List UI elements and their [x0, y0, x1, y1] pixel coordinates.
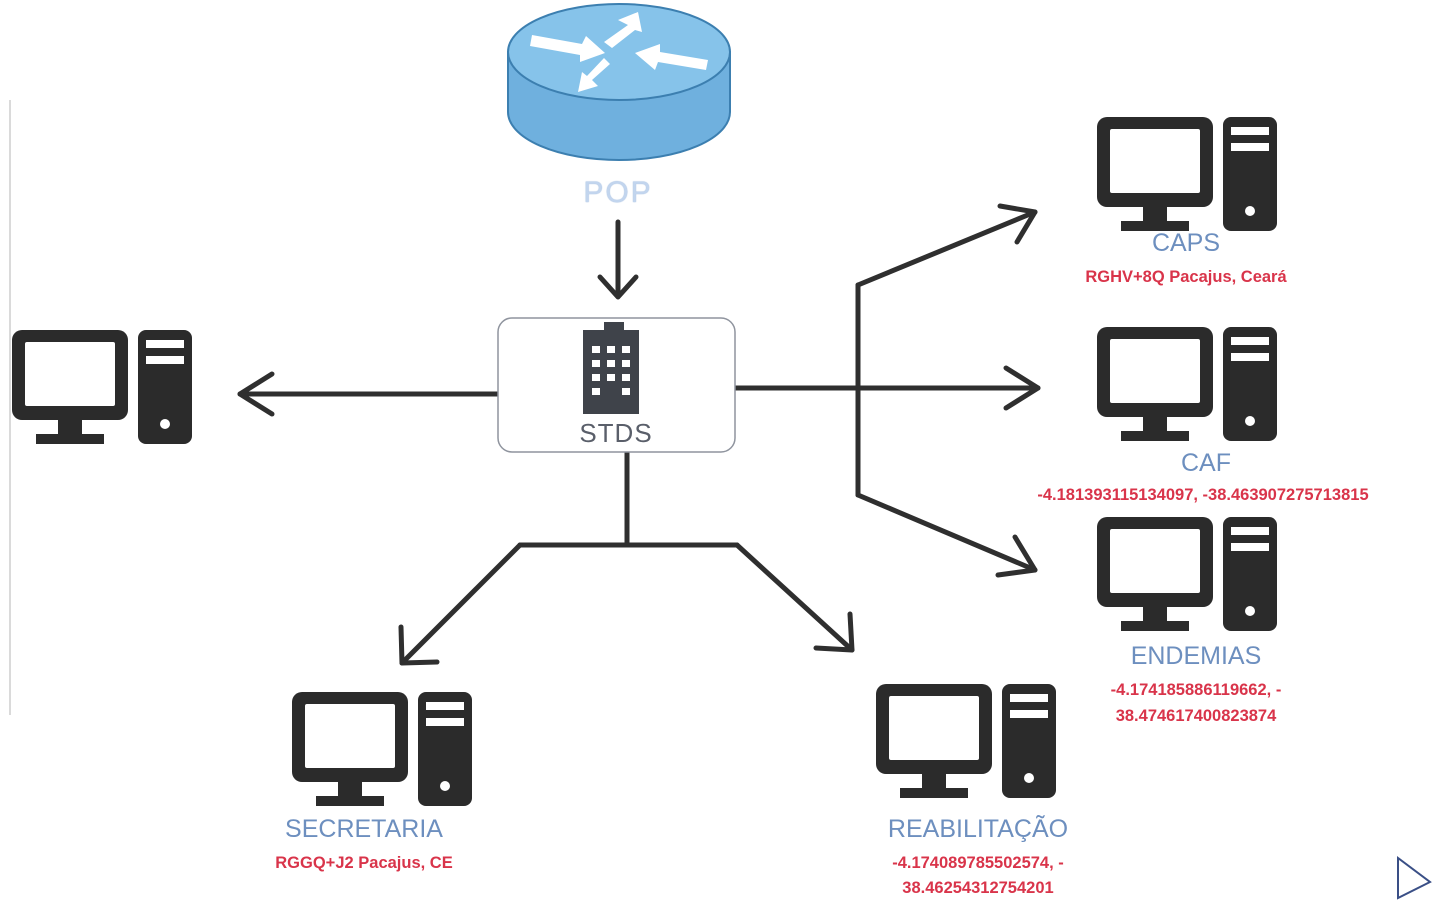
- stds-label: STDS: [579, 418, 653, 448]
- secretaria-detail: RGGQ+J2 Pacajus, CE: [275, 854, 453, 872]
- caf-label: CAF: [1181, 449, 1231, 477]
- stds-node: [497, 317, 736, 453]
- cursor-mark: [1397, 856, 1432, 900]
- computer-icon-reabilitacao: [876, 684, 1056, 798]
- computer-icon-endemias: [1097, 517, 1277, 631]
- reabilitacao-detail-line1: -4.174089785502574, -: [892, 854, 1064, 872]
- connectors: [237, 203, 1041, 666]
- pop-label: POP: [583, 176, 653, 209]
- caf-detail: -4.181393115134097, -38.463907275713815: [1037, 486, 1369, 504]
- endemias-detail-line2: 38.474617400823874: [1115, 707, 1277, 725]
- caps-label: CAPS: [1151, 229, 1221, 257]
- endemias-label: ENDEMIAS: [1130, 642, 1262, 670]
- computer-icon-secretaria: [292, 692, 472, 806]
- secretaria-label: SECRETARIA: [285, 815, 443, 843]
- computer-icon-caps: [1097, 117, 1277, 231]
- router-icon: [507, 3, 731, 161]
- endemias-detail-line1: -4.174185886119662, -: [1110, 681, 1282, 699]
- reabilitacao-detail-line2: 38.46254312754201: [902, 879, 1054, 897]
- caps-detail: RGHV+8Q Pacajus, Ceará: [1085, 268, 1287, 286]
- computer-icon-left: [12, 330, 192, 444]
- reabilitacao-label: REABILITAÇÃO: [887, 815, 1069, 843]
- computer-icon-caf: [1097, 327, 1277, 441]
- building-icon: [583, 322, 639, 414]
